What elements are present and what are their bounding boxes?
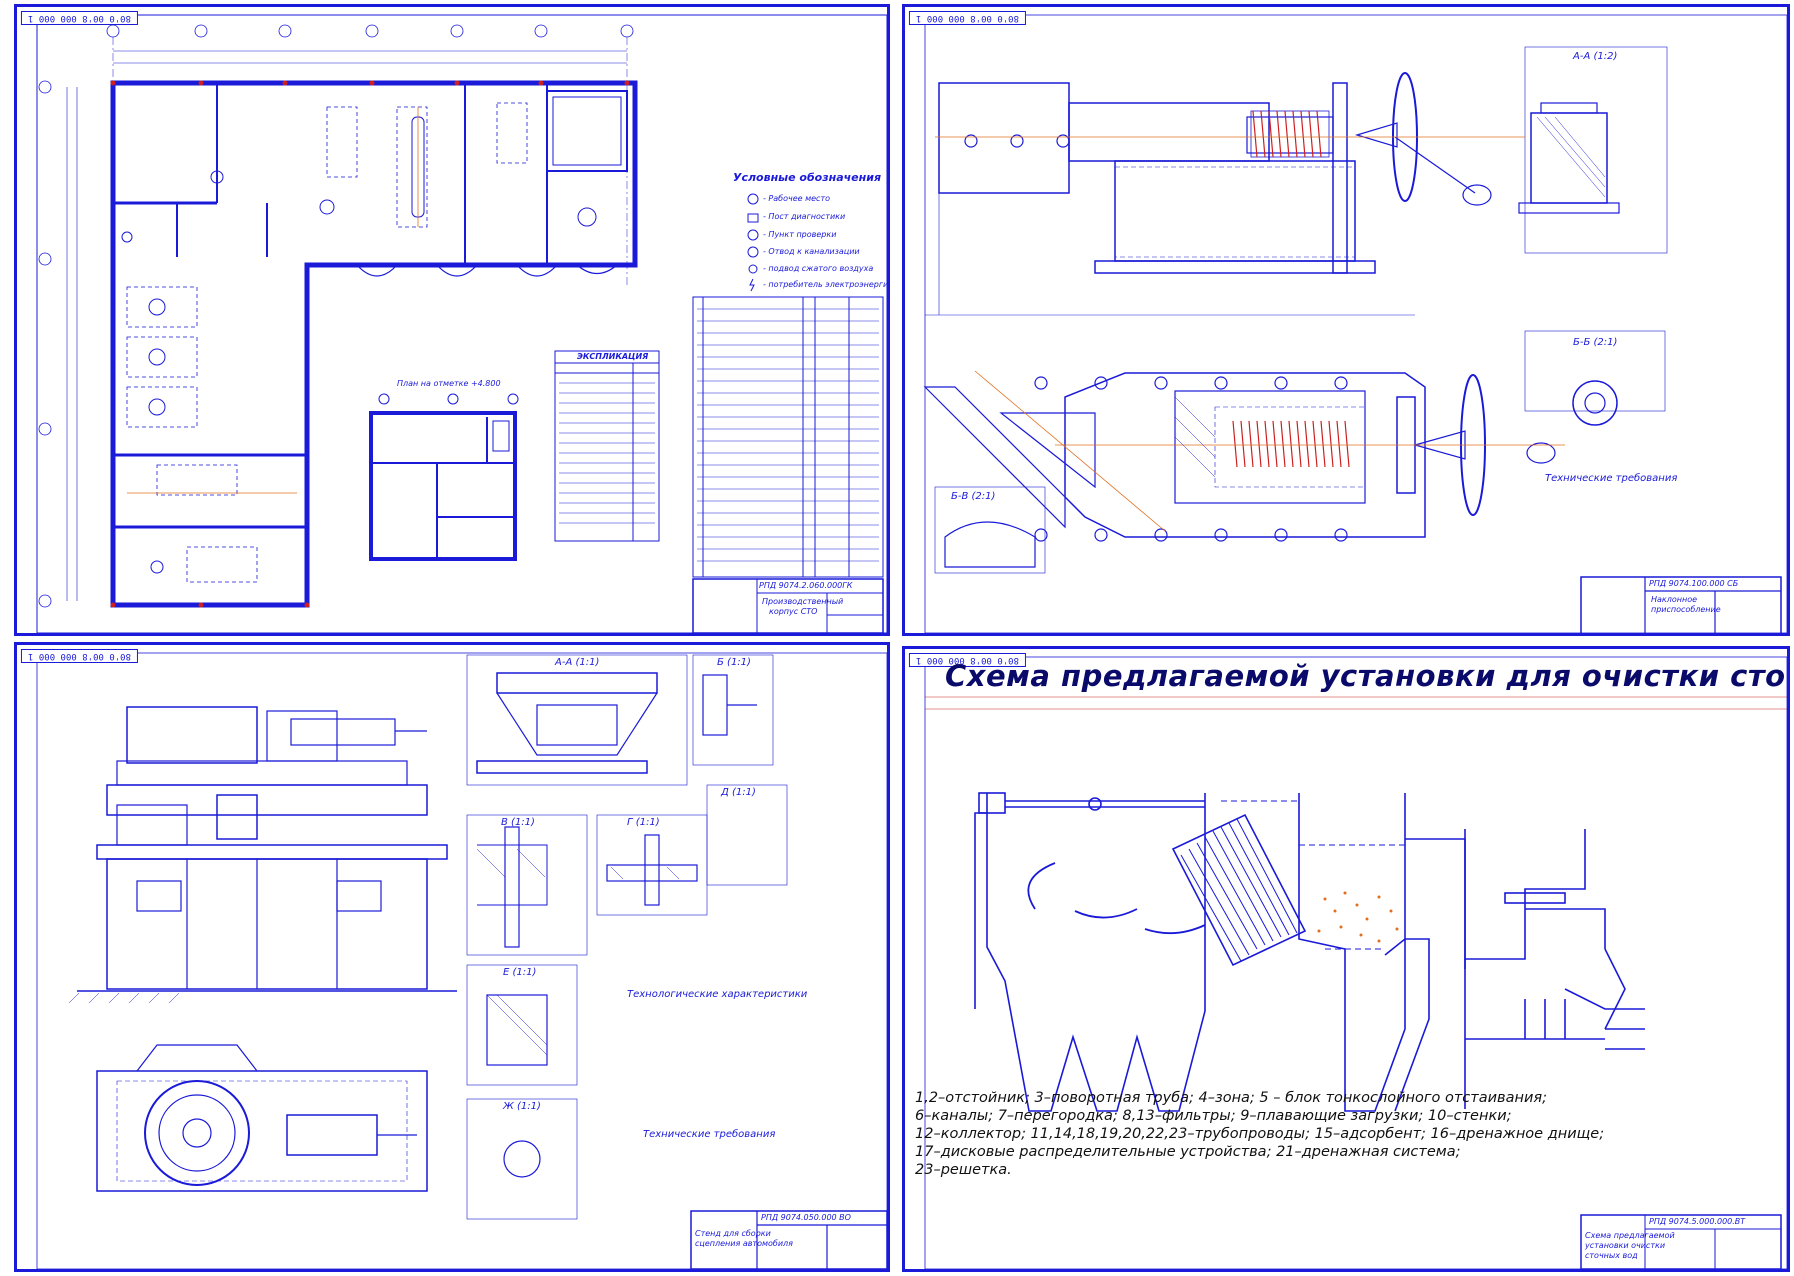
tech-requirements-title: Технические требования: [1545, 473, 1678, 484]
view-v-label: В (1:1): [501, 817, 535, 828]
legend-line: 23–решетка.: [915, 1162, 1012, 1178]
sheet-floor-plan: 80'0 00'8 000 000 1 Условные обозначения…: [14, 4, 890, 636]
title-block-name-2: приспособление: [1651, 605, 1721, 614]
legend-item: - Пункт проверки: [763, 230, 837, 239]
section-aa-label: А-А (1:2): [1573, 51, 1618, 62]
view-d-label: Д (1:1): [721, 787, 756, 798]
section-bb-label: Б-Б (2:1): [1573, 337, 1618, 348]
tech-characteristics-title: Технологические характеристики: [627, 989, 808, 1000]
legend-line: 12–коллектор; 11,14,18,19,20,22,23–трубо…: [915, 1126, 1605, 1142]
view-zh-label: Ж (1:1): [503, 1101, 541, 1112]
section-aa-label: А-А (1:1): [555, 657, 600, 668]
legend-line: 1,2–отстойник; 3–поворотная труба; 4–зон…: [915, 1090, 1547, 1106]
title-block-code: РПД 9074.5.000.000.ВТ: [1649, 1217, 1746, 1226]
title-block-code: РПД 9074.2.060.000ГК: [759, 581, 853, 590]
stand-drawing: [36, 652, 887, 1269]
fixture-drawing: [923, 14, 1787, 633]
legend-item: - потребитель электроэнергии: [763, 280, 890, 289]
sheet-treatment-scheme: 80'0 00'8 000 000 1 Схема предлагаемой у…: [902, 646, 1790, 1272]
tech-requirements-title: Технические требования: [643, 1129, 776, 1140]
title-block-name-2: сцепления автомобиля: [695, 1239, 793, 1248]
title-block-name-3: сточных вод: [1585, 1251, 1638, 1260]
explication-title: ЭКСПЛИКАЦИЯ: [577, 352, 649, 361]
legend-item: - подвод сжатого воздуха: [763, 264, 874, 273]
legend-line: 6–каналы; 7–перегородка; 8,13–фильтры; 9…: [915, 1108, 1512, 1124]
treatment-scheme-drawing: [924, 656, 1787, 1269]
sheet-stand-assembly: 80'0 00'8 000 000 1 А-А (1:1) Б (1:1) В …: [14, 642, 890, 1272]
title-block-name: Стенд для сборки: [695, 1229, 771, 1238]
scheme-legend: 1,2–отстойник; 3–поворотная труба; 4–зон…: [915, 1089, 1615, 1179]
title-block-code: РПД 9074.100.000 СБ: [1649, 579, 1739, 588]
scheme-title: Схема предлагаемой установки для очистки…: [945, 659, 1787, 693]
sheet-stamp: 80'0 00'8 000 000 1: [21, 11, 138, 25]
view-b-label: Б (1:1): [717, 657, 751, 668]
sheet-stamp: 80'0 00'8 000 000 1: [909, 11, 1026, 25]
title-block-code: РПД 9074.050.000 ВО: [761, 1213, 851, 1222]
title-block-name-2: корпус СТО: [769, 607, 818, 616]
legend-item: - Пост диагностики: [763, 212, 846, 221]
floor-plan-drawing: [36, 14, 887, 633]
legend-item: - Отвод к канализации: [763, 247, 860, 256]
plan-caption: План на отметке +4.800: [397, 379, 501, 388]
title-block-name: Схема предлагаемой: [1585, 1231, 1675, 1240]
view-e-label: Е (1:1): [503, 967, 537, 978]
legend-item: - Рабочее место: [763, 194, 831, 203]
sheet-fixture-assembly: 80'0 00'8 000 000 1 А-А (1:2) Б-Б (2:1) …: [902, 4, 1790, 636]
section-bv-label: Б-В (2:1): [951, 491, 996, 502]
sheet-stamp: 80'0 00'8 000 000 1: [21, 649, 138, 663]
title-block-name-2: установки очистки: [1585, 1241, 1666, 1250]
title-block-name: Наклонное: [1651, 595, 1698, 604]
view-g-label: Г (1:1): [627, 817, 660, 828]
legend-line: 17–дисковые распределительные устройства…: [915, 1144, 1461, 1160]
title-block-name: Производственный: [762, 597, 844, 606]
legend-title: Условные обозначения: [733, 171, 882, 184]
